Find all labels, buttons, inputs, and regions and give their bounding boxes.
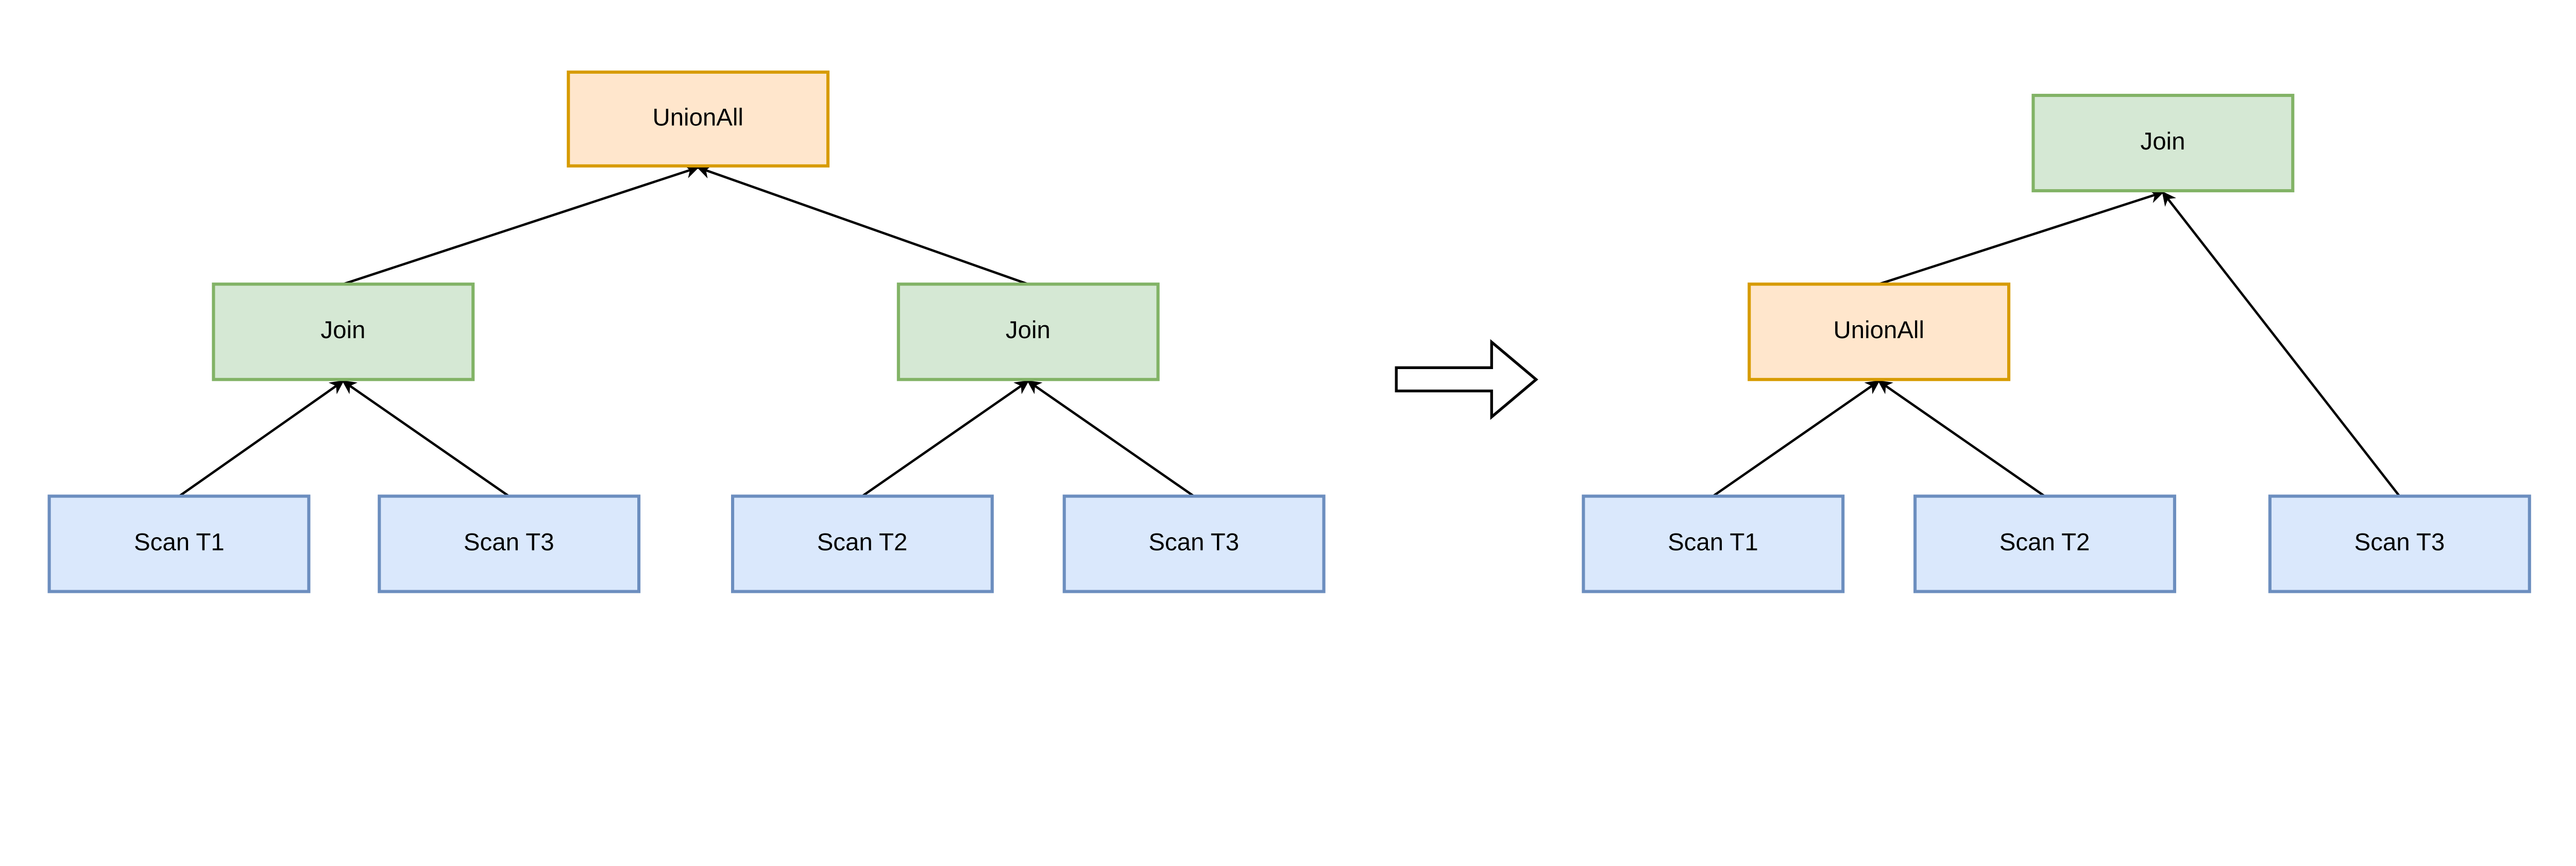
node-label: Join (320, 317, 365, 344)
node-scan-t1-before: Scan T1 (47, 494, 311, 593)
node-scan-t3-after: Scan T3 (2268, 494, 2531, 593)
diagram-canvas: UnionAll Join Join Scan T1 Scan T3 Scan … (47, 70, 2531, 593)
edge-scan-t3b-to-join-right (1027, 380, 1195, 497)
node-join-left: Join (212, 282, 475, 381)
edge-unionall-to-join (1878, 189, 2164, 286)
edge-scan-t2-to-join-right (861, 380, 1029, 497)
node-label: Scan T3 (2354, 529, 2445, 556)
node-label: Join (2141, 128, 2185, 155)
node-label: Scan T1 (1668, 529, 1758, 556)
node-label: Join (1006, 317, 1050, 344)
edge-scan-t3-to-join-left (342, 380, 510, 497)
edge-join-right-to-unionall (697, 165, 1029, 286)
edges-after (1712, 189, 2401, 497)
node-label: Scan T1 (134, 529, 225, 556)
node-scan-t3-before-b: Scan T3 (1062, 494, 1326, 593)
edge-scan-t3-to-join (2162, 191, 2401, 497)
node-label: Scan T2 (817, 529, 908, 556)
node-label: UnionAll (652, 104, 743, 131)
edge-scan-t1-to-unionall (1712, 380, 1880, 497)
node-label: UnionAll (1834, 317, 1925, 344)
node-unionall-before: UnionAll (567, 70, 830, 168)
node-scan-t2-before: Scan T2 (731, 494, 994, 593)
node-join-after: Join (2031, 93, 2295, 193)
node-scan-t2-after: Scan T2 (1913, 494, 2176, 593)
node-scan-t1-after: Scan T1 (1582, 494, 1845, 593)
edge-scan-t1-to-join-left (178, 380, 345, 497)
node-join-right: Join (896, 282, 1160, 381)
node-label: Scan T3 (1148, 529, 1239, 556)
node-scan-t3-before-a: Scan T3 (378, 494, 641, 593)
node-unionall-after: UnionAll (1748, 282, 2011, 381)
node-label: Scan T3 (464, 529, 554, 556)
edge-join-left-to-unionall (343, 164, 700, 286)
node-label: Scan T2 (1999, 529, 2090, 556)
edges-before (178, 164, 1195, 497)
right-arrow-icon (1395, 339, 1538, 420)
edge-scan-t2-to-unionall (1877, 380, 2045, 497)
